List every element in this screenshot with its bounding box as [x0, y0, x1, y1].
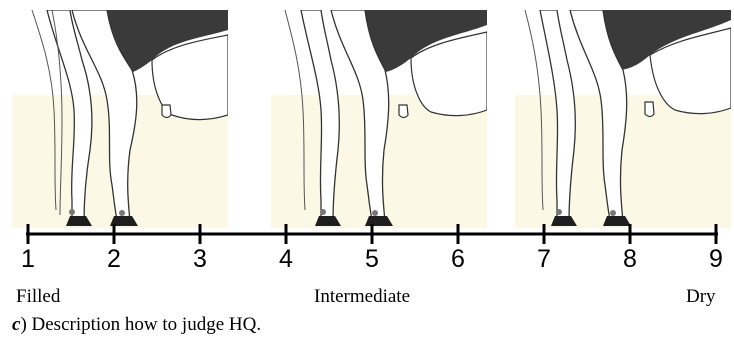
tick-label-3: 3 [180, 247, 220, 272]
tick-label-1: 1 [8, 247, 48, 272]
tick-label-7: 7 [524, 247, 564, 272]
label-filled: Filled [16, 287, 60, 306]
caption-text: ) Description how to judge HQ. [20, 314, 261, 335]
tick-label-5: 5 [352, 247, 392, 272]
scale-axis [0, 222, 734, 246]
hock-illustration-intermediate [271, 10, 487, 228]
tick-label-2: 2 [94, 247, 134, 272]
hock-illustration-filled [12, 10, 228, 228]
hock-illustration-dry [515, 10, 731, 228]
label-dry: Dry [686, 287, 716, 306]
figure-caption: c) Description how to judge HQ. [12, 315, 261, 336]
tick-label-4: 4 [266, 247, 306, 272]
tick-label-6: 6 [438, 247, 478, 272]
tick-label-8: 8 [610, 247, 650, 272]
tick-label-9: 9 [696, 247, 734, 272]
label-intermediate: Intermediate [314, 287, 410, 306]
